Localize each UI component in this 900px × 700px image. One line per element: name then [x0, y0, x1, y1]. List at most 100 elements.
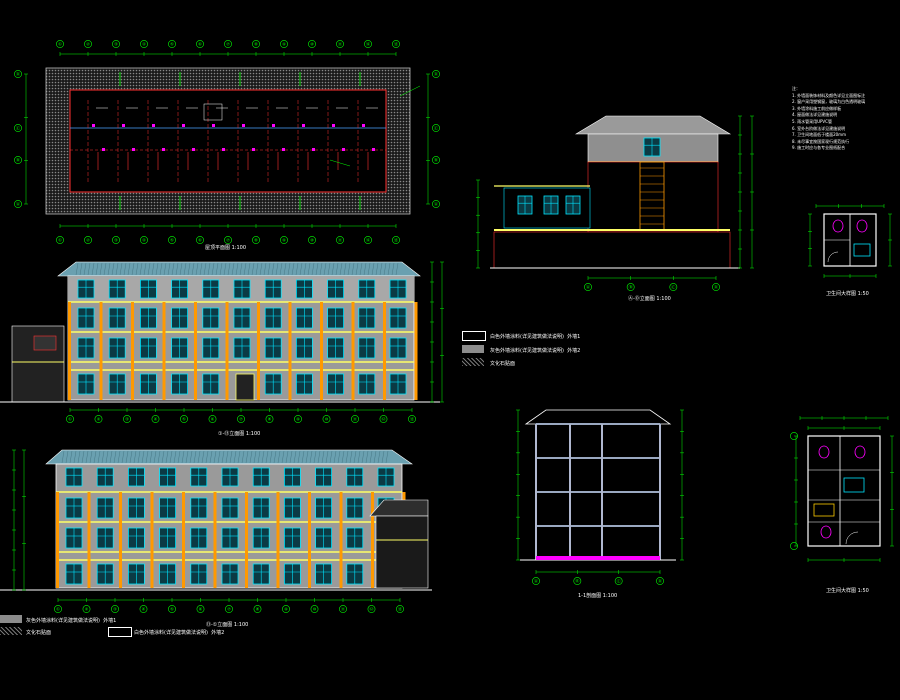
- axis-bubble: [364, 40, 372, 48]
- door-swing: [845, 531, 859, 545]
- roof-tile-line: [175, 262, 179, 276]
- roof-tile-line: [395, 262, 399, 276]
- axis-bubble: [294, 415, 302, 423]
- downpipe-marker: [362, 124, 365, 127]
- roof-tile-line: [289, 450, 293, 464]
- axis-label: ④: [154, 417, 158, 422]
- axis-bubble: [280, 236, 288, 244]
- entrance-door: [235, 373, 255, 401]
- pilaster: [308, 492, 311, 588]
- axis-bubble: [584, 283, 592, 291]
- downpipe-marker: [302, 124, 305, 127]
- downpipe-marker: [332, 124, 335, 127]
- roof-tile-line: [255, 262, 259, 276]
- annex-block: [375, 515, 429, 589]
- downpipe-marker: [252, 148, 255, 151]
- pilaster: [119, 492, 122, 588]
- axis-bubble: [112, 236, 120, 244]
- downpipe-marker: [312, 148, 315, 151]
- axis-label: Ⓒ: [434, 125, 439, 132]
- roof-tile-line: [133, 450, 137, 464]
- roof-tile-line: [263, 262, 267, 276]
- roof-tile-line: [79, 262, 83, 276]
- legend-item: 文化石贴面: [26, 630, 52, 636]
- toilet-fixture: [820, 525, 832, 539]
- axis-bubble: [253, 605, 262, 613]
- roof-tile-line: [149, 450, 153, 464]
- roof-tile-line: [147, 262, 151, 276]
- roof-tile-line: [155, 262, 159, 276]
- roof-tile-line: [251, 262, 255, 276]
- legend-swatch-white: [108, 627, 132, 637]
- axis-bubble: [224, 40, 232, 48]
- roof-tile-line: [371, 262, 375, 276]
- side-wall-outline: [587, 161, 719, 233]
- roof-tile-line: [187, 262, 191, 276]
- axis-bubble: [367, 605, 376, 613]
- roof-tile-line: [173, 450, 177, 464]
- roof-tile-line: [337, 450, 341, 464]
- axis-bubble: [712, 283, 720, 291]
- note-line: 8. 未尽事宜按国家现行规范执行: [792, 138, 850, 144]
- washbasin: [843, 477, 865, 493]
- leader-line: [329, 159, 351, 167]
- axis-label: ⑧: [254, 238, 258, 243]
- section-title: 1-1剖面图 1:100: [578, 593, 618, 599]
- axis-bubble: [14, 124, 22, 132]
- foundation: [536, 556, 660, 560]
- roof-tile-line: [225, 450, 229, 464]
- roof-tile-line: [323, 262, 327, 276]
- toilet-fixture: [856, 219, 868, 233]
- toilet-plan-1-title: 卫生间大样图 1:50: [826, 291, 869, 297]
- roof-tile-line: [145, 450, 149, 464]
- downpipe-marker: [372, 148, 375, 151]
- axis-label: ⑫: [369, 606, 374, 613]
- axis-label: ⑧: [254, 42, 258, 47]
- roof-tile-line: [91, 262, 95, 276]
- legend-swatch-grey: [0, 615, 22, 623]
- downpipe-marker: [92, 124, 95, 127]
- roof-tile-line: [131, 262, 135, 276]
- axis-bubble: [532, 577, 540, 585]
- axis-label: ⑩: [310, 42, 314, 47]
- roof-tile-line: [335, 262, 339, 276]
- roof-tile-line: [111, 262, 115, 276]
- roof-tile-line: [165, 450, 169, 464]
- roof-tile-line: [311, 262, 315, 276]
- downpipe-marker: [102, 148, 105, 151]
- axis-label: Ⓐ: [16, 201, 21, 208]
- roof-tile-line: [197, 450, 201, 464]
- roof-tile-line: [181, 450, 185, 464]
- axis-label: ⑩: [325, 417, 329, 422]
- roof-tile-line: [85, 450, 89, 464]
- roof-tile-line: [171, 262, 175, 276]
- roof-tile-line: [259, 262, 263, 276]
- axis-bubble: [196, 236, 204, 244]
- toilet-detail-plan-1: [808, 204, 892, 278]
- roof-tile-line: [203, 262, 207, 276]
- roof-tile-line: [367, 262, 371, 276]
- roof-tile-line: [105, 450, 109, 464]
- roof-tile-line: [177, 450, 181, 464]
- axis-bubble: [180, 415, 188, 423]
- pilaster: [182, 492, 185, 588]
- roof-tile-line: [381, 450, 385, 464]
- axis-label: ⑤: [170, 238, 174, 243]
- roof-tile-line: [123, 262, 127, 276]
- axis-bubble: [669, 283, 678, 291]
- roof-tile-line: [183, 262, 187, 276]
- axis-label: ⑩: [313, 607, 317, 612]
- roof-tile-line: [361, 450, 365, 464]
- axis-bubble: [224, 236, 232, 244]
- downpipe-marker: [242, 124, 245, 127]
- roof-tile-line: [235, 262, 239, 276]
- axis-label: ⑦: [227, 607, 231, 612]
- roof-tile-line: [239, 262, 243, 276]
- pilaster: [414, 302, 418, 400]
- axis-label: ⑤: [170, 42, 174, 47]
- axis-bubble: [322, 415, 331, 423]
- axis-label: ③: [113, 607, 117, 612]
- axis-bubble: [168, 40, 176, 48]
